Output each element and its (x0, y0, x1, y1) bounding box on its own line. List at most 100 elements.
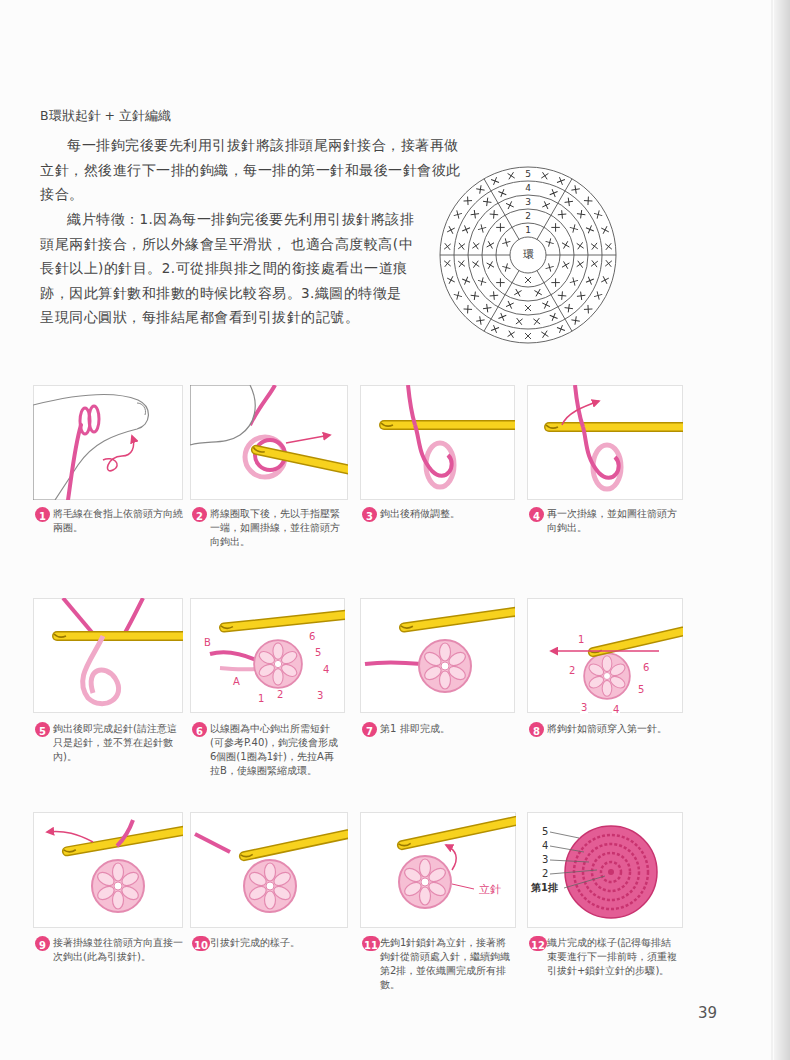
callout-number: 5 (637, 684, 645, 696)
chart-divider (484, 179, 519, 240)
single-crochet-symbol (491, 325, 499, 333)
step-number-circle: 6 (192, 722, 207, 737)
row-number: 4 (524, 183, 532, 194)
single-crochet-symbol (571, 185, 579, 193)
illustration-path (583, 427, 619, 478)
single-crochet-symbol (525, 333, 531, 339)
step-number: 11 (364, 940, 378, 951)
single-crochet-symbol (577, 261, 584, 268)
step-number-circle: 7 (362, 722, 377, 737)
callout-letter: B (203, 637, 212, 649)
illustration-path (446, 845, 456, 870)
illustration-path (190, 385, 255, 445)
illustration-circle (440, 167, 616, 343)
single-crochet-symbol (476, 316, 484, 324)
single-crochet-symbol (525, 277, 531, 283)
illustration-rect (191, 813, 348, 928)
illustration-line (550, 870, 597, 874)
step-number: 10 (194, 940, 208, 951)
single-crochet-symbol (502, 263, 510, 271)
illustration-path (123, 598, 143, 636)
page-binding-shadow (774, 0, 790, 1060)
single-crochet-symbol (562, 261, 569, 268)
row-number: 2 (524, 211, 532, 222)
illustration-rect (361, 386, 515, 500)
row-number: 5 (524, 169, 532, 180)
illustration-path (210, 652, 256, 660)
row-callout: 第1排 (530, 882, 559, 894)
single-crochet-symbol (471, 210, 479, 218)
chart-center-label: 環 (523, 248, 534, 262)
single-crochet-symbol (542, 301, 550, 309)
step-caption: 織片完成的樣子(記得每排結束要進行下一排前時，須重複引拔針+鎖針立針的步驟)。 (547, 936, 679, 978)
row-callout: 5 (541, 826, 549, 838)
single-crochet-symbol (444, 260, 451, 267)
illustration-path (408, 385, 415, 425)
single-crochet-symbol (483, 198, 491, 206)
step-caption: 將毛線在食指上依箭頭方向繞兩圈。 (53, 507, 185, 535)
step-number-circle: 12 (529, 936, 547, 951)
step-number-circle: 4 (529, 507, 544, 522)
single-crochet-symbol (447, 276, 455, 284)
step-number: 6 (196, 726, 203, 737)
illustration-rect (528, 599, 683, 713)
single-crochet-symbol (534, 289, 541, 296)
step-number: 9 (39, 940, 46, 951)
callout-number: 4 (612, 704, 620, 716)
illustration-circle (608, 869, 614, 875)
step-caption: 將鉤針如箭頭穿入第一針。 (547, 722, 679, 736)
illustration-path (220, 668, 257, 669)
single-crochet-symbol (577, 242, 584, 249)
illustration-use (590, 611, 765, 654)
single-crochet-symbol (447, 226, 455, 234)
step-number: 2 (196, 511, 203, 522)
illustration-rect (528, 386, 683, 500)
illustration-line (550, 832, 579, 838)
step-number-circle: 11 (362, 936, 380, 951)
callout-number: 2 (568, 665, 576, 677)
illustration-circle (601, 862, 621, 882)
step-number-circle: 5 (35, 722, 50, 737)
single-crochet-symbol (444, 243, 451, 250)
single-crochet-symbol (498, 313, 506, 321)
single-crochet-symbol (464, 197, 472, 205)
chart-divider (484, 271, 519, 332)
callout-label: 立針 (478, 883, 502, 896)
single-crochet-symbol (458, 260, 465, 267)
single-crochet-symbol (491, 177, 499, 185)
illustration-circle (574, 835, 648, 909)
body-paragraph: 織片特徵：1.因為每一排鉤完後要先利用引拔針將該排頭尾兩針接合，所以外緣會呈平滑… (40, 207, 416, 330)
callout-number: 6 (642, 662, 650, 674)
single-crochet-symbol (462, 277, 470, 285)
single-crochet-symbol (472, 261, 479, 268)
single-crochet-symbol (601, 276, 609, 284)
row-callout: 4 (541, 840, 549, 852)
illustration-use (546, 425, 725, 428)
single-crochet-symbol (471, 292, 479, 300)
single-crochet-symbol (570, 277, 578, 285)
chart-divider (440, 255, 510, 256)
step-caption: 以線圈為中心鉤出所需短針(可參考P.40)，鉤完後會形成6個圈(1圈為1針)，先… (210, 722, 342, 778)
step-illustration (528, 599, 765, 713)
single-crochet-symbol (478, 277, 486, 285)
single-crochet-symbol (454, 291, 462, 299)
illustration-rect (34, 599, 183, 713)
illustration-path (286, 435, 330, 443)
step-illustration (528, 385, 726, 500)
illustration-use (244, 860, 296, 912)
single-crochet-symbol (586, 277, 594, 285)
illustration-path (137, 403, 146, 415)
step-caption: 第1 排即完成。 (380, 722, 512, 736)
illustration-path (365, 663, 422, 665)
row-number: 1 (524, 225, 532, 236)
callout-letter: 1 (257, 693, 265, 705)
step-number-circle: 9 (35, 936, 50, 951)
illustration-line (452, 884, 474, 889)
single-crochet-symbol (584, 197, 592, 205)
single-crochet-symbol (487, 261, 494, 268)
single-crochet-symbol (454, 210, 462, 218)
row-number: 3 (524, 197, 532, 208)
single-crochet-symbol (542, 201, 550, 209)
single-crochet-symbol (558, 291, 566, 299)
chart-divider (537, 271, 572, 332)
